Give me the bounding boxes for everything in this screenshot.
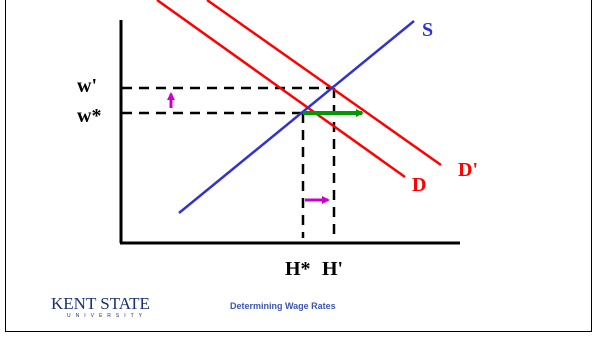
demand-shifted-label: D' xyxy=(458,159,478,181)
demand-curve-shifted xyxy=(206,0,442,167)
supply-label: S xyxy=(422,19,433,41)
slide-frame xyxy=(5,0,592,332)
hours-new-label: H' xyxy=(322,258,343,280)
supply-curve xyxy=(178,20,415,214)
hours-eq-label: H* xyxy=(285,258,311,280)
logo-sub-text: UNIVERSITY xyxy=(67,313,148,319)
demand-curve xyxy=(156,0,406,179)
kent-state-logo: KENT STATE UNIVERSITY xyxy=(51,295,150,319)
demand-label: D xyxy=(412,174,426,196)
slide-title: Determining Wage Rates xyxy=(230,301,336,311)
wage-new-label: w' xyxy=(77,75,97,97)
wage-eq-label: w* xyxy=(77,105,101,127)
logo-main-text: KENT STATE xyxy=(51,294,150,313)
